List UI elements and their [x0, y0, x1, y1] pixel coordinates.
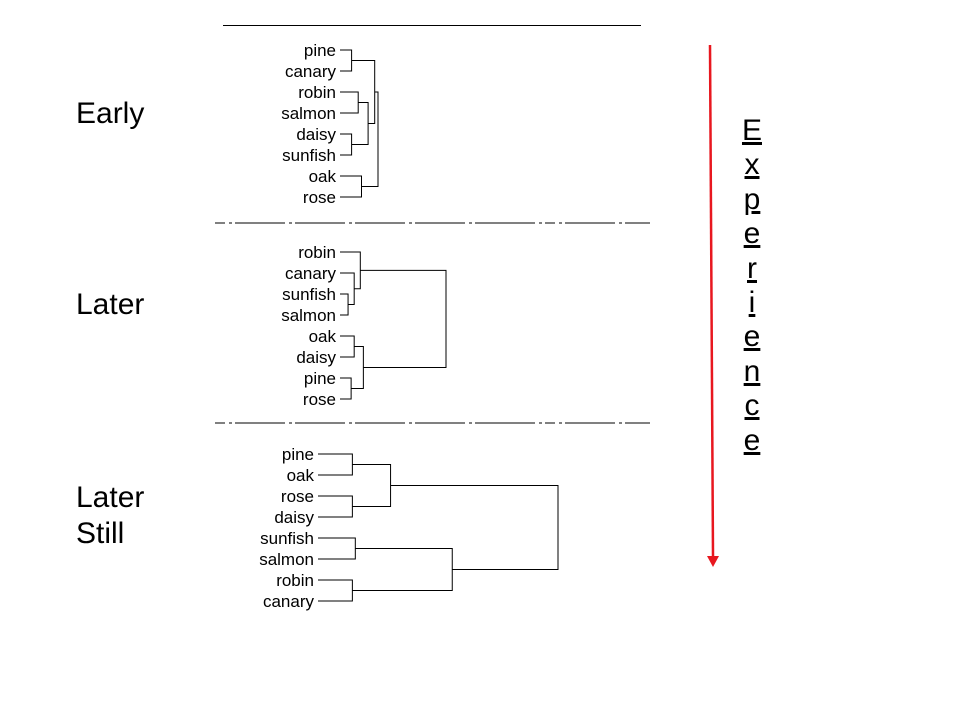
leaf-label: salmon [259, 550, 314, 569]
leaf-label: robin [298, 83, 336, 102]
dendrogram-link [318, 579, 353, 602]
experience-letter: x [744, 148, 760, 182]
experience-letter: n [743, 354, 761, 388]
experience-letter: e [743, 423, 761, 457]
leaf-label: sunfish [282, 146, 336, 165]
experience-letter: e [743, 217, 761, 251]
experience-arrow-head [707, 556, 719, 567]
experience-letter: e [743, 320, 761, 354]
leaf-label: rose [303, 188, 336, 207]
dendrogram-link [318, 537, 356, 560]
stage-label-later-still: Later Still [76, 481, 145, 550]
dendrogram-link [340, 251, 361, 290]
leaf-label: oak [309, 167, 337, 186]
dendrogram-early: pine canary robin salmon daisy sunfish oak rose [281, 41, 379, 207]
leaf-label: rose [281, 487, 314, 506]
dendrogram-link [340, 293, 349, 316]
dendrogram-link [351, 346, 364, 389]
leaf-label: rose [303, 390, 336, 409]
dendrogram-link [352, 548, 453, 591]
leaf-label: canary [263, 592, 315, 611]
experience-letter: p [743, 182, 761, 216]
leaf-label: canary [285, 264, 337, 283]
stage-label-later: Later [76, 288, 145, 321]
experience-letter: c [744, 389, 760, 423]
dendrogram-link [351, 102, 369, 145]
dendrogram-later: robin canary sunfish salmon oak daisy pine rose [281, 243, 447, 409]
dendrogram-link [340, 175, 362, 198]
experience-letter: r [747, 251, 757, 285]
dendrogram-link [360, 269, 447, 368]
leaf-label: pine [304, 41, 336, 60]
leaf-label: canary [285, 62, 337, 81]
dendrogram-link [318, 453, 353, 476]
dendrogram-link [340, 335, 355, 358]
leaf-label: daisy [296, 348, 336, 367]
dendrogram-link [340, 91, 359, 114]
experience-arrow-shaft [708, 44, 715, 557]
dendrogram-link [361, 91, 379, 187]
leaf-label: daisy [296, 125, 336, 144]
dendrogram-link [340, 272, 355, 305]
experience-letter: E [741, 114, 762, 147]
dendrogram-link [340, 133, 353, 156]
dendrogram-link [340, 49, 353, 72]
dendrogram-link [352, 464, 392, 507]
dendrogram-link [318, 495, 353, 518]
leaf-label: oak [287, 466, 315, 485]
experience-letter: i [748, 286, 756, 320]
leaf-label: salmon [281, 104, 336, 123]
dendrogram-link [340, 377, 352, 400]
leaf-label: daisy [274, 508, 314, 527]
leaf-label: robin [298, 243, 336, 262]
leaf-label: oak [309, 327, 337, 346]
leaf-label: pine [282, 445, 314, 464]
leaf-label: pine [304, 369, 336, 388]
leaf-label: sunfish [260, 529, 314, 548]
leaf-label: sunfish [282, 285, 336, 304]
stage-label-early: Early [76, 97, 145, 130]
leaf-label: robin [276, 571, 314, 590]
leaf-label: salmon [281, 306, 336, 325]
dendrogram-link [390, 485, 559, 570]
dendrogram-later-still: pine oak rose daisy sunfish salmon robin canary [259, 445, 559, 611]
